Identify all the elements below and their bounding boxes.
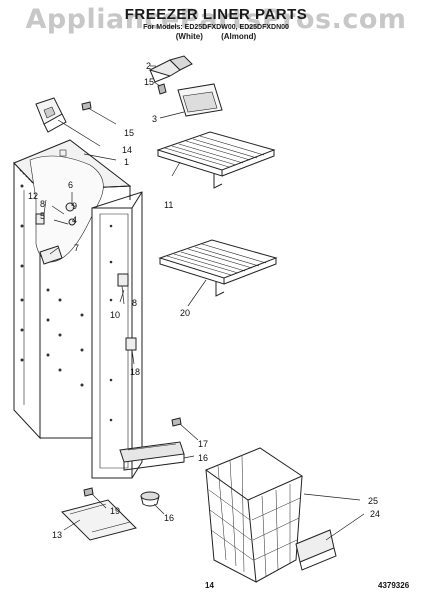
callout-19: 18 <box>130 367 140 377</box>
foot-part-16 <box>140 491 160 507</box>
page-number: 14 <box>205 581 214 590</box>
model-list: For Models: ED25DFXDW00, ED25DFXDN00 <box>143 24 289 31</box>
slide-rail-part-13 <box>61 499 137 541</box>
watermark: AppliancePartsPros.com <box>25 4 407 35</box>
color-white: (White) <box>175 32 203 41</box>
wire-shelf-part-11 <box>156 131 276 189</box>
diagram-title: FREEZER LINER PARTS <box>124 6 308 23</box>
diagram-code: 4379326 <box>378 581 410 590</box>
callout-24: 24 <box>370 509 380 519</box>
wire-basket-part-25 <box>204 447 304 583</box>
callout-14: 14 <box>122 145 132 155</box>
wire-shelf-part-21 <box>158 239 278 297</box>
callout-5: 5 <box>40 211 45 221</box>
callout-12: 12 <box>28 191 38 201</box>
callout-3: 3 <box>152 114 157 124</box>
color-options: (White) (Almond) <box>0 32 432 41</box>
callout-2: 2 <box>146 61 151 71</box>
color-almond: (Almond) <box>221 32 257 41</box>
callout-4: 4 <box>72 215 77 225</box>
callout-6: 6 <box>68 180 73 190</box>
callout-8b: 8 <box>132 298 137 308</box>
liner-side-panel <box>91 191 143 479</box>
basket-handle-part-24 <box>295 529 337 571</box>
callout-20: 19 <box>110 506 120 516</box>
screws <box>81 83 182 497</box>
callout-11: 11 <box>164 200 173 210</box>
bracket-part-4 <box>35 97 67 133</box>
callout-18: 17 <box>198 439 208 449</box>
callout-15a: 15 <box>144 77 154 87</box>
callout-15b: 15 <box>124 128 134 138</box>
leader-lines <box>43 65 365 541</box>
hinge-part-2 <box>148 55 193 83</box>
callout-25: 25 <box>368 496 378 506</box>
shelf-supports <box>35 202 137 351</box>
callout-1: 1 <box>124 157 129 167</box>
callout-10: 10 <box>110 310 120 320</box>
callout-16: 16 <box>164 513 174 523</box>
callout-labels: 2 15 3 15 14 1 6 12 8 5 9 4 7 8 10 18 11… <box>28 61 380 540</box>
callout-21: 20 <box>180 308 190 318</box>
callout-9: 9 <box>72 201 77 211</box>
light-shield-part-3 <box>177 83 223 117</box>
callout-7: 7 <box>74 243 79 253</box>
title-block: FREEZER LINER PARTS For Models: ED25DFXD… <box>0 6 432 41</box>
callout-17: 16 <box>198 453 208 463</box>
callout-8a: 8 <box>40 199 45 209</box>
callout-13: 13 <box>52 530 62 540</box>
